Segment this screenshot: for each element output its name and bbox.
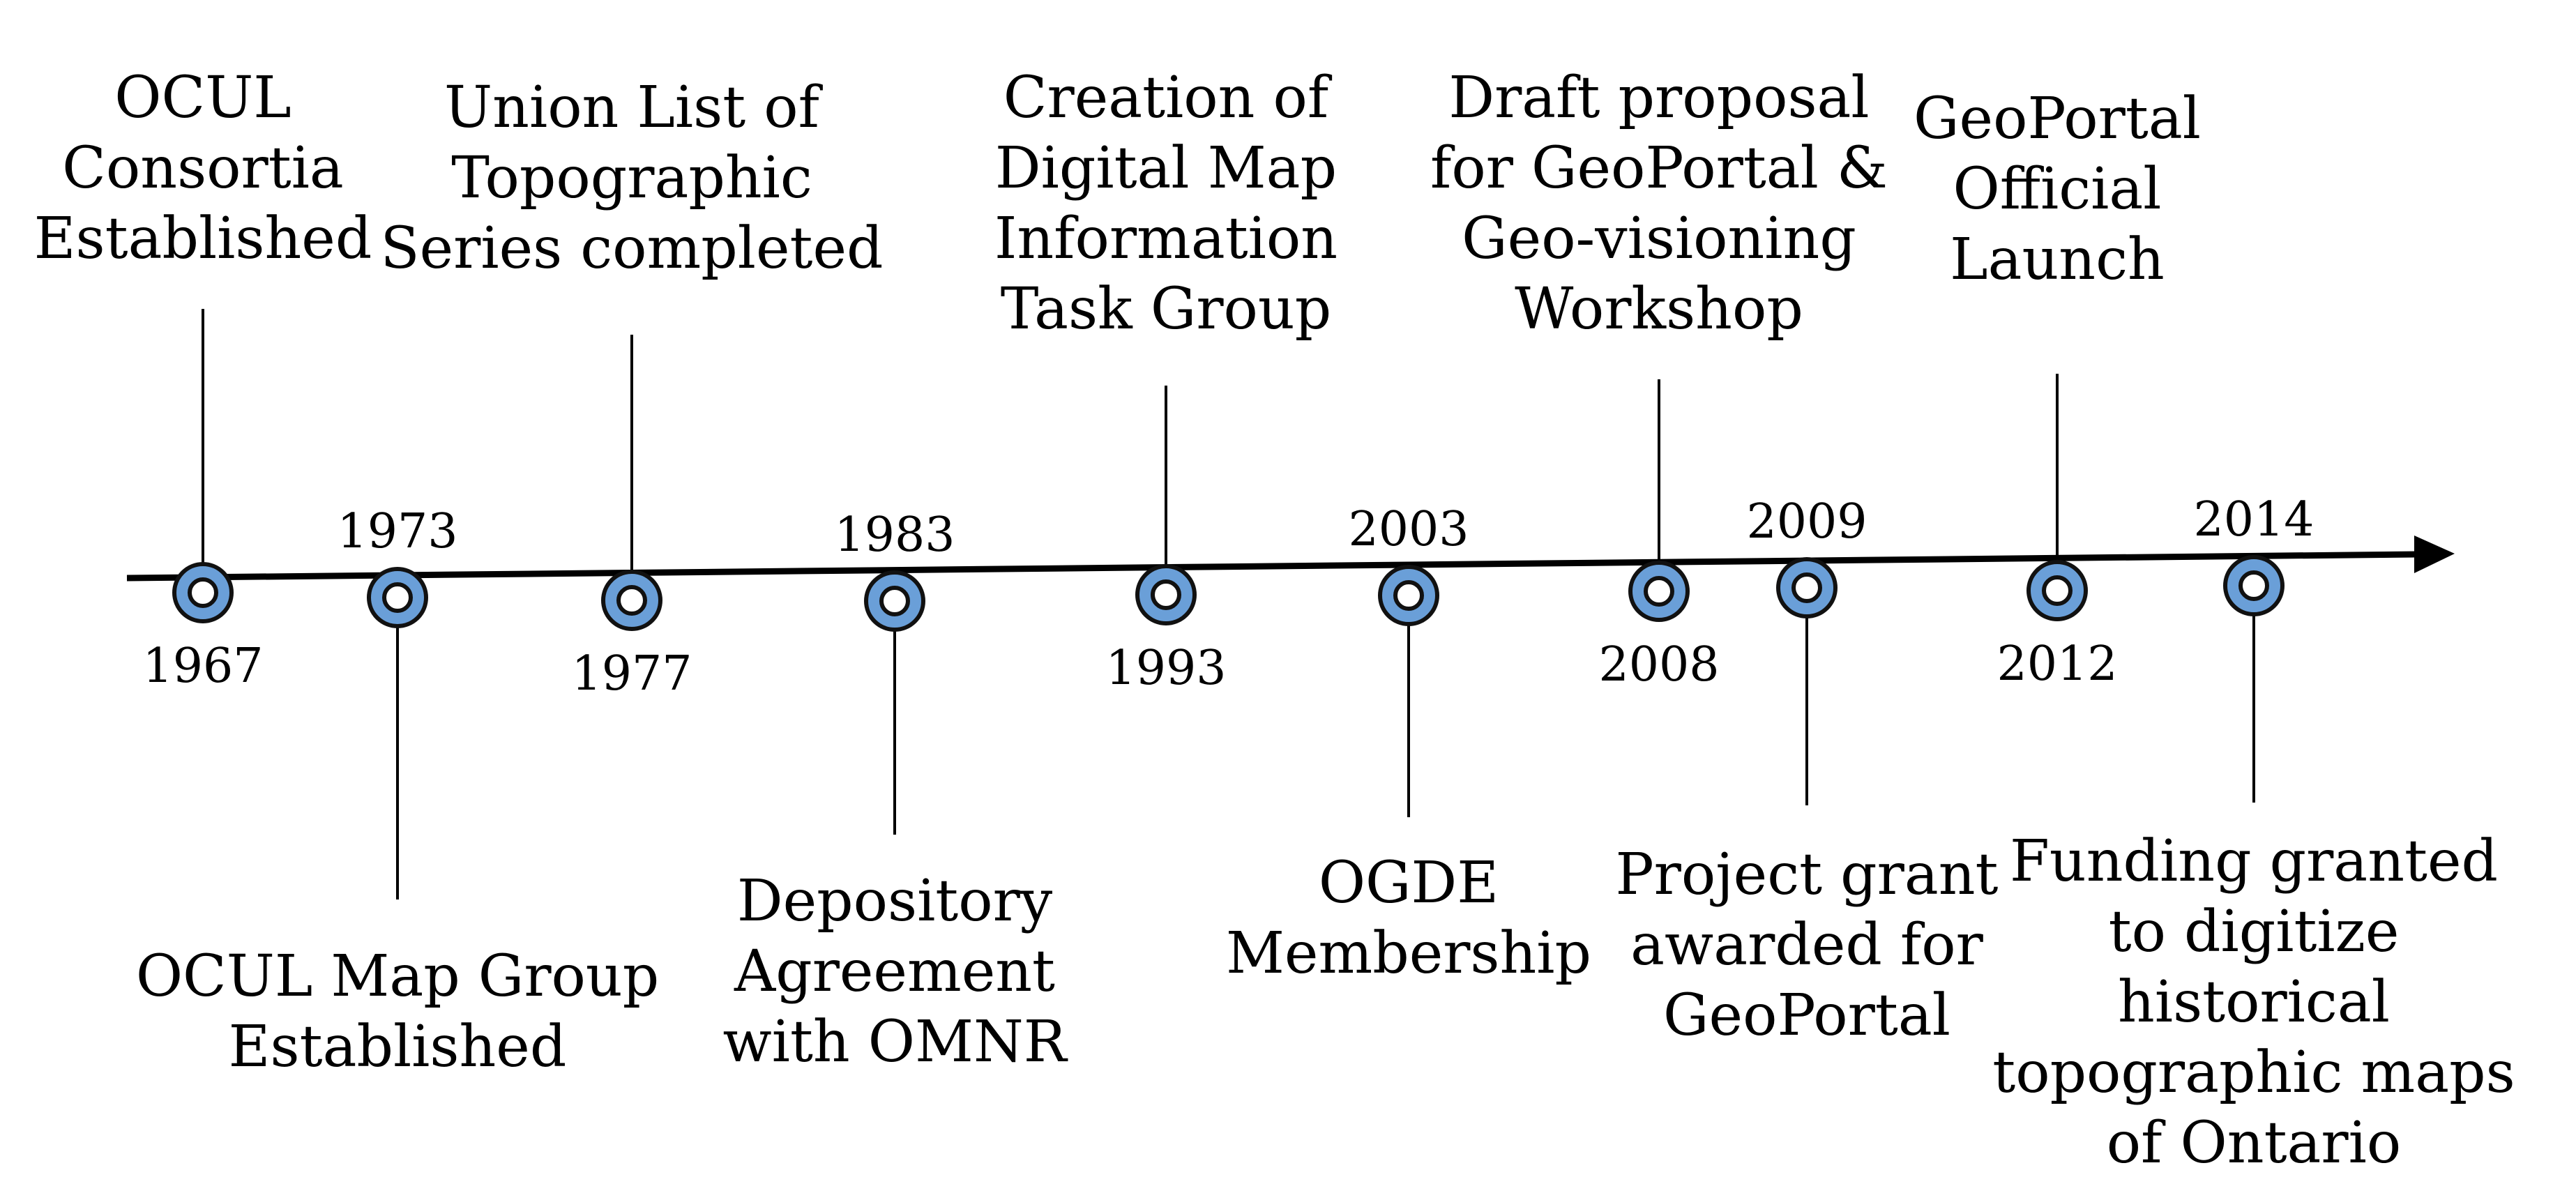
timeline-axis [126, 536, 2455, 582]
event-label-line: Digital Map [995, 135, 1337, 202]
event-label-line: Funding granted [2010, 828, 2498, 895]
event-label-line: Consortia [62, 135, 344, 202]
event-label-line: Draft proposal [1448, 65, 1869, 131]
event-year: 1973 [337, 504, 457, 559]
event-marker-hole [1644, 576, 1674, 607]
event-year: 2009 [1746, 494, 1867, 549]
event-label-line: OCUL Map Group [136, 943, 659, 1010]
event-label-line: Series completed [380, 215, 883, 282]
event-label-line: Membership [1226, 920, 1591, 987]
event-label-line: Established [34, 206, 372, 272]
event-label-line: to digitize [2109, 899, 2400, 965]
timeline-axis-line [126, 551, 2417, 582]
event-label-line: with OMNR [723, 1009, 1068, 1075]
event-label-line: Task Group [1001, 276, 1331, 342]
event-year: 2008 [1598, 637, 1719, 692]
event-marker-hole [2238, 570, 2269, 601]
event-year: 1977 [571, 646, 692, 701]
event-label-line: Topographic [451, 145, 812, 211]
event-label-line: Agreement [734, 939, 1055, 1005]
event-label-line: Depository [737, 868, 1053, 934]
event-label-line: GeoPortal [1663, 982, 1950, 1049]
event-year: 2014 [2193, 492, 2314, 547]
event-year: 2003 [1348, 502, 1469, 557]
event-label-line: historical [2118, 969, 2390, 1035]
event-label-line: OGDE [1319, 850, 1499, 916]
event-label-line: Established [229, 1014, 567, 1080]
event-label-line: of Ontario [2107, 1110, 2401, 1176]
event-label-line: Launch [1950, 227, 2165, 293]
event-marker-hole [879, 586, 910, 616]
event-label-line: Official [1953, 156, 2162, 222]
event-label-line: topographic maps [1992, 1040, 2515, 1106]
event-year: 1983 [834, 508, 955, 563]
event-year: 1967 [142, 639, 263, 694]
event-label-line: Geo-visioning [1462, 206, 1856, 272]
event-marker-hole [1393, 580, 1424, 611]
event-marker-hole [382, 582, 413, 613]
event-marker-hole [2042, 575, 2073, 606]
event-label-line: OCUL [114, 65, 291, 131]
event-marker-hole [616, 585, 647, 616]
event-year: 2012 [1997, 637, 2117, 692]
event-year: 1993 [1105, 641, 1226, 696]
event-label-line: Information [994, 206, 1338, 272]
event-label-line: Union List of [444, 75, 824, 141]
event-marker-hole [188, 577, 218, 608]
event-label-line: GeoPortal [1914, 86, 2201, 152]
event-label-line: for GeoPortal & [1430, 135, 1888, 202]
event-marker-hole [1791, 572, 1822, 603]
event-label-line: Workshop [1515, 276, 1803, 342]
event-label-line: Creation of [1003, 65, 1333, 131]
event-label-line: Project grant [1616, 842, 1999, 908]
event-label-line: awarded for [1630, 912, 1983, 978]
timeline-arrowhead [2414, 536, 2455, 573]
event-marker-hole [1151, 579, 1181, 610]
